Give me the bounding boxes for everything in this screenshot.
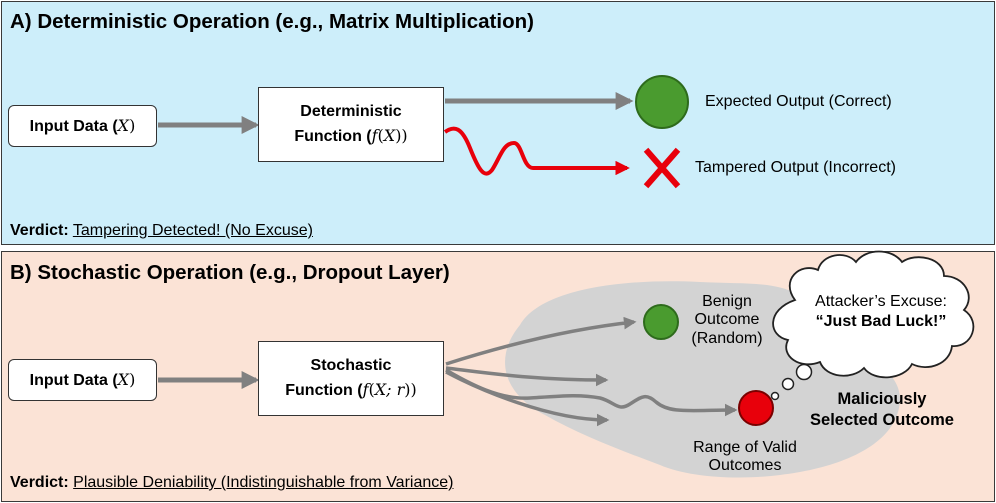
function-line2: Function ( xyxy=(285,382,363,399)
range-line1: Range of Valid xyxy=(693,439,797,456)
expected-output-label: Expected Output (Correct) xyxy=(705,93,892,110)
benign-line2: Outcome xyxy=(694,311,760,329)
verdict-text: Tampering Detected! (No Excuse) xyxy=(72,222,313,239)
malicious-outcome-label: Maliciously Selected Outcome xyxy=(782,389,982,430)
tamper-squiggle-arrow xyxy=(443,126,630,176)
deterministic-function-box: Deterministic Function (f(X)) xyxy=(258,87,444,162)
excuse-line1: Attacker’s Excuse: xyxy=(815,293,947,310)
input-label: Input Data ( xyxy=(29,117,118,135)
expected-output-circle xyxy=(635,75,689,129)
excuse-line2: “Just Bad Luck!” xyxy=(815,313,947,330)
input-data-box-b: Input Data (X) xyxy=(8,359,157,401)
verdict-label: Verdict: xyxy=(10,474,69,491)
benign-line3: (Random) xyxy=(691,329,763,347)
thought-dot-large xyxy=(795,363,813,381)
function-f: f xyxy=(371,126,378,145)
tampered-x-icon xyxy=(643,147,681,189)
arrow-fan-mid xyxy=(445,366,609,387)
verdict-label: Verdict: xyxy=(10,222,69,239)
malicious-outcome-circle xyxy=(738,390,774,426)
panel-b-title: B) Stochastic Operation (e.g., Dropout L… xyxy=(10,261,450,284)
panel-a-title: A) Deterministic Operation (e.g., Matrix… xyxy=(10,10,534,33)
range-line2: Outcomes xyxy=(708,457,782,475)
input-label: Input Data ( xyxy=(29,371,118,389)
panel-b-verdict: Verdict: Plausible Deniability (Indistin… xyxy=(10,474,453,492)
panel-a-verdict: Verdict: Tampering Detected! (No Excuse) xyxy=(10,222,313,240)
thought-cloud xyxy=(772,250,975,379)
function-arg: X xyxy=(383,126,396,145)
tampered-output-label: Tampered Output (Incorrect) xyxy=(695,159,896,176)
input-var: X xyxy=(117,115,130,135)
input-var: X xyxy=(117,369,130,389)
stochastic-function-box: Stochastic Function (f(X; r)) xyxy=(258,341,444,416)
benign-outcome-label: Benign Outcome (Random) xyxy=(682,293,772,348)
thought-dot-medium xyxy=(781,377,795,391)
arrow-fan-malicious xyxy=(445,368,738,417)
benign-line1: Benign xyxy=(702,293,752,310)
arrow-fan-benign xyxy=(445,316,637,366)
benign-outcome-circle xyxy=(643,304,679,340)
range-of-outcomes-label: Range of Valid Outcomes xyxy=(672,439,818,476)
input-data-box-a: Input Data (X) xyxy=(8,105,157,147)
function-arg: X; r xyxy=(374,380,405,399)
function-f: f xyxy=(362,380,369,399)
thought-dot-small xyxy=(770,391,780,401)
function-line2: Function ( xyxy=(294,128,372,145)
attacker-excuse-text: Attacker’s Excuse: “Just Bad Luck!” xyxy=(800,292,962,332)
verdict-text: Plausible Deniability (Indistinguishable… xyxy=(73,474,454,491)
malicious-line2: Selected Outcome xyxy=(810,410,954,429)
malicious-line1: Maliciously xyxy=(837,390,927,408)
function-line1: Stochastic xyxy=(310,357,392,374)
function-line1: Deterministic xyxy=(300,103,402,120)
